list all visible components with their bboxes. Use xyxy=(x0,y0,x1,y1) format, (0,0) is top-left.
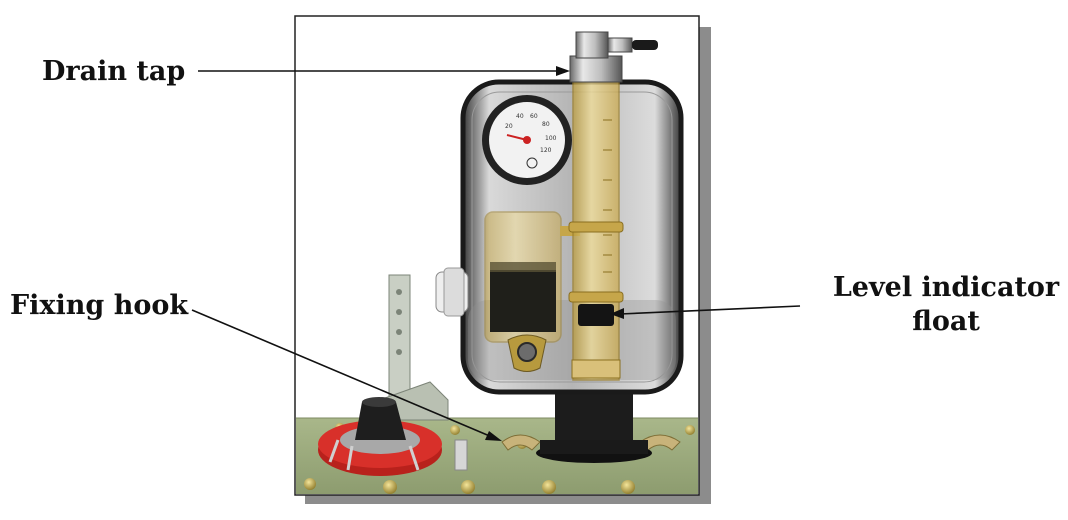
fixing-hook xyxy=(384,274,449,421)
fixing-hook-leader xyxy=(191,309,493,438)
drain-tap-arrowhead xyxy=(556,66,570,76)
float-chamber xyxy=(484,211,580,372)
fixing-hook-label: Fixing hook xyxy=(10,290,189,321)
red-mounting-ring xyxy=(318,397,468,476)
drain-tap-label: Drain tap xyxy=(42,56,186,87)
drain-tap xyxy=(569,31,658,83)
leader-lines xyxy=(191,66,801,441)
pressure-gauge: 20 40 60 80 100 120 xyxy=(482,95,572,185)
level-indicator-float-label: Level indicator float xyxy=(826,271,1066,339)
gauge-tick-20: 20 xyxy=(505,123,513,130)
fixing-hook-arrowhead xyxy=(485,431,502,441)
gauge-tick-120: 120 xyxy=(540,147,552,154)
gauge-tick-80: 80 xyxy=(542,121,550,128)
gauge-tick-100: 100 xyxy=(545,135,557,142)
gauge-tick-60: 60 xyxy=(530,113,538,120)
float-leader xyxy=(619,305,801,315)
level-indicator-label-line1: Level indicator xyxy=(832,272,1060,303)
clamp-feet xyxy=(501,434,681,451)
gauge-tick-40: 40 xyxy=(516,113,524,120)
cable-gland xyxy=(435,267,469,317)
level-indicator-label-line2: float xyxy=(912,306,980,337)
sight-tube xyxy=(568,79,624,381)
level-indicator-float xyxy=(578,304,614,326)
plate-bolts xyxy=(304,423,695,494)
float-arrowhead xyxy=(610,308,624,319)
